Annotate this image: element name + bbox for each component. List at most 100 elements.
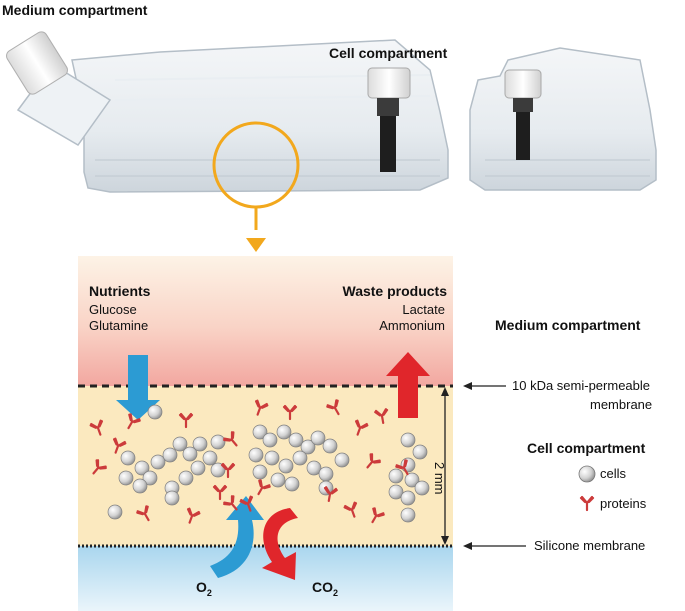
cell — [134, 460, 150, 476]
waste-products-title: Waste products — [342, 283, 448, 299]
zoom-arrowhead — [246, 238, 266, 252]
nutrient-arrow — [116, 355, 160, 420]
cell — [182, 446, 198, 462]
cell — [318, 466, 334, 482]
silicone-membrane-label: Silicone membrane — [534, 538, 646, 553]
legend-proteins-label: proteins — [600, 496, 647, 511]
protein — [178, 412, 194, 429]
cell — [278, 458, 294, 474]
cell — [292, 450, 308, 466]
bioreactor-main-flask — [6, 31, 449, 193]
flask-cap — [6, 31, 68, 95]
bioreactor-photo — [6, 31, 657, 230]
carbon-dioxide-label: CO2 — [312, 579, 339, 598]
protein — [186, 507, 201, 524]
height-dimension — [441, 387, 449, 545]
medium-compartment-label: Medium compartment — [495, 317, 641, 333]
protein — [127, 413, 141, 430]
protein — [354, 419, 369, 436]
cell — [150, 454, 166, 470]
cell — [400, 432, 416, 448]
cell — [400, 457, 416, 473]
membrane-label-line2: membrane — [590, 397, 653, 412]
oxygen-label: O2 — [196, 579, 212, 598]
nutrients-title: Nutrients — [89, 283, 151, 299]
cell — [288, 432, 304, 448]
cell — [400, 507, 416, 523]
protein — [579, 495, 595, 512]
cell — [147, 404, 163, 420]
cell — [306, 460, 322, 476]
cell — [400, 490, 416, 506]
waste-item-lactate: Lactate — [402, 302, 445, 317]
protein — [254, 399, 269, 416]
cell — [162, 447, 178, 463]
height-label: 2 mm — [432, 462, 447, 495]
cell — [192, 436, 208, 452]
cell — [264, 450, 280, 466]
cell — [132, 478, 148, 494]
cell — [164, 490, 180, 506]
waste-item-ammonium: Ammonium — [379, 318, 445, 333]
cell — [178, 470, 194, 486]
cell — [210, 434, 226, 450]
cell — [270, 472, 286, 488]
cell — [252, 424, 268, 440]
gas-layer — [78, 546, 453, 611]
protein — [371, 507, 385, 524]
cell — [310, 430, 326, 446]
carbon-dioxide-arrow — [262, 508, 298, 580]
zoom-indicator — [212, 121, 300, 230]
protein — [323, 486, 338, 502]
cell — [118, 470, 134, 486]
waste-arrow — [386, 352, 430, 418]
cell — [322, 438, 338, 454]
cell — [202, 450, 218, 466]
cell — [334, 452, 350, 468]
cell — [414, 480, 430, 496]
protein — [112, 437, 127, 454]
cell — [210, 462, 226, 478]
membrane-label-line1: 10 kDa semi-permeable — [512, 378, 651, 393]
cell — [172, 436, 188, 452]
photo-medium-compartment-label: Medium compartment — [2, 2, 148, 18]
protein — [257, 479, 271, 496]
cell — [107, 504, 123, 520]
protein — [92, 459, 107, 475]
cell — [262, 432, 278, 448]
silicone-pointer-arrow — [463, 542, 526, 550]
nutrient-item-glutamine: Glutamine — [89, 318, 149, 333]
cell — [252, 464, 268, 480]
protein — [239, 495, 254, 512]
cell — [190, 460, 206, 476]
nutrient-item-glucose: Glucose — [89, 302, 137, 317]
protein — [220, 462, 236, 479]
cell — [284, 476, 300, 492]
protein — [366, 453, 381, 469]
protein — [343, 501, 358, 518]
cell — [120, 450, 136, 466]
cell — [248, 447, 264, 463]
protein — [374, 408, 389, 424]
cell — [276, 424, 292, 440]
cell — [300, 439, 316, 455]
proteins-group — [89, 399, 409, 524]
cell — [404, 472, 420, 488]
protein — [212, 484, 228, 501]
protein — [282, 404, 298, 421]
protein — [223, 495, 238, 511]
protein — [223, 431, 238, 447]
photo-cell-compartment-label: Cell compartment — [329, 45, 448, 61]
cell — [142, 470, 158, 486]
cell — [388, 484, 404, 500]
oxygen-arrow — [210, 496, 264, 578]
cells-group — [107, 404, 430, 523]
membrane-pointer-arrow — [463, 382, 506, 390]
bioreactor-end-view — [469, 47, 657, 191]
cell — [388, 468, 404, 484]
cell-compartment-label: Cell compartment — [527, 440, 646, 456]
cell — [412, 444, 428, 460]
protein — [136, 505, 150, 522]
legend-protein-icon — [579, 495, 595, 512]
